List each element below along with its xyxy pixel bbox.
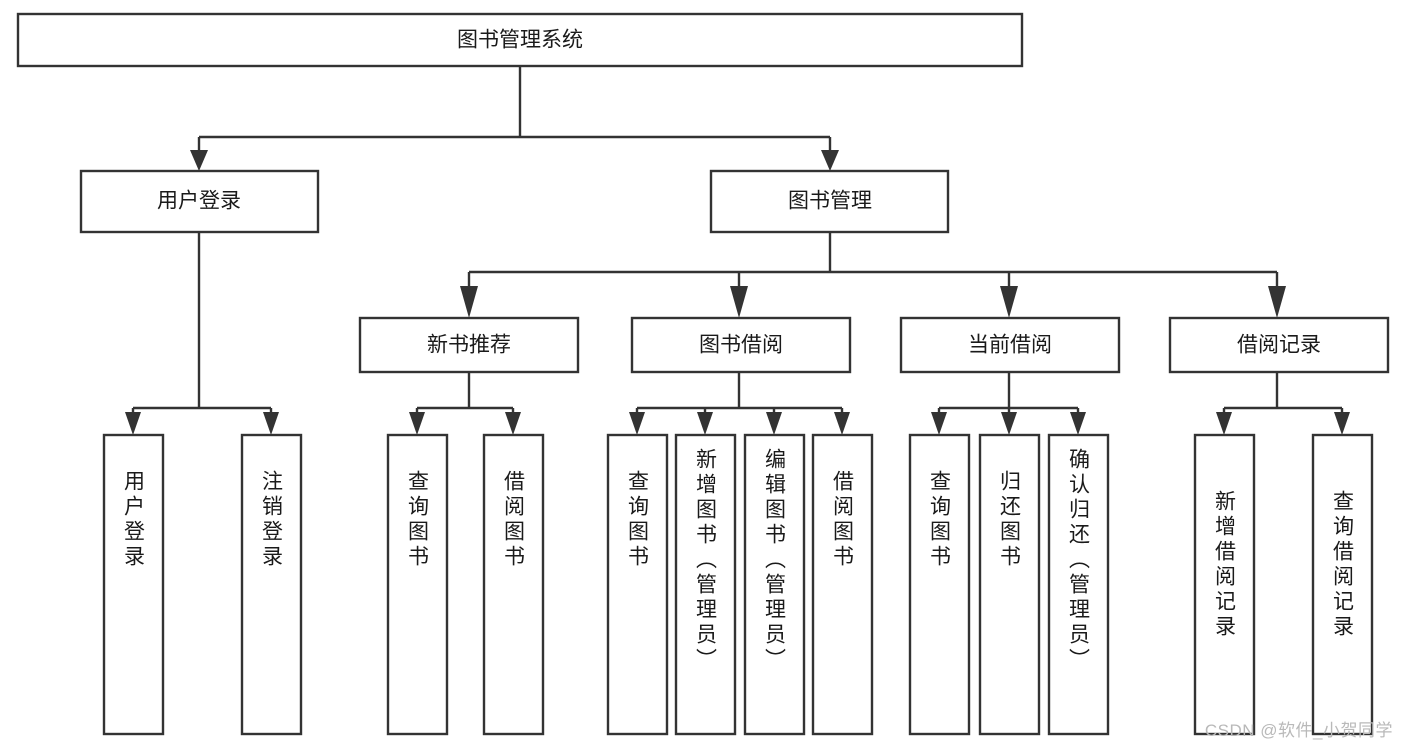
leaf-query-record-label: 查询借阅记录 <box>1331 490 1355 640</box>
node-current-borrow[interactable]: 当前借阅 <box>899 316 1121 374</box>
leaf-query-record-box[interactable] <box>1311 433 1374 736</box>
arrow-head-leaf-return-book <box>1001 412 1017 435</box>
leaf-add-book-box[interactable] <box>674 433 737 736</box>
arrow-head-leaf-borrow-book-1 <box>505 412 521 435</box>
leaf-borrow-book-2-box[interactable] <box>811 433 874 736</box>
root-label: 图书管理系统 <box>457 29 583 52</box>
leaf-user-login-box[interactable] <box>102 433 165 736</box>
arrow-head-leaf-query-book-3 <box>931 412 947 435</box>
leaf-query-book-3-label: 查询图书 <box>928 470 952 570</box>
node-book-management[interactable]: 图书管理 <box>709 169 950 234</box>
leaf-borrow-book-1-box[interactable] <box>482 433 545 736</box>
leaf-add-book-label: 新增图书（管理员） <box>694 448 718 673</box>
arrow-head-book-management <box>821 150 839 171</box>
node-leaf-add-record[interactable]: 新增借阅记录 <box>1193 433 1256 736</box>
leaf-query-book-1-box[interactable] <box>386 433 449 736</box>
node-leaf-borrow-book-1[interactable]: 借阅图书 <box>482 433 545 736</box>
node-leaf-logout-login[interactable]: 注销登录 <box>240 433 303 736</box>
arrow-head-leaf-add-book <box>697 412 713 435</box>
leaf-query-book-3-box[interactable] <box>908 433 971 736</box>
user-login-label: 用户登录 <box>157 190 241 213</box>
arrow-head-borrow-record <box>1268 286 1286 318</box>
new-book-recommend-box[interactable] <box>358 316 580 374</box>
arrow-head-user-login <box>190 150 208 171</box>
leaf-user-login-label: 用户登录 <box>122 470 146 570</box>
borrow-record-box[interactable] <box>1168 316 1390 374</box>
leaf-borrow-book-1-label: 借阅图书 <box>502 470 526 570</box>
current-borrow-label: 当前借阅 <box>968 334 1052 357</box>
leaf-borrow-book-2-label: 借阅图书 <box>831 470 855 570</box>
node-leaf-borrow-book-2[interactable]: 借阅图书 <box>811 433 874 736</box>
node-leaf-query-book-1[interactable]: 查询图书 <box>386 433 449 736</box>
book-management-label: 图书管理 <box>788 190 872 213</box>
node-leaf-return-book[interactable]: 归还图书 <box>978 433 1041 736</box>
leaf-logout-login-label: 注销登录 <box>260 470 284 570</box>
node-leaf-add-book[interactable]: 新增图书（管理员） <box>674 433 737 736</box>
leaf-confirm-return-box[interactable] <box>1047 433 1110 736</box>
arrow-head-leaf-edit-book <box>766 412 782 435</box>
node-borrow-record[interactable]: 借阅记录 <box>1168 316 1390 374</box>
arrow-head-leaf-user-login <box>125 412 141 435</box>
node-leaf-query-record[interactable]: 查询借阅记录 <box>1311 433 1374 736</box>
user-login-box[interactable] <box>79 169 320 234</box>
leaf-logout-login-box[interactable] <box>240 433 303 736</box>
node-book-borrow[interactable]: 图书借阅 <box>630 316 852 374</box>
node-root-system[interactable]: 图书管理系统 <box>16 12 1024 68</box>
leaf-edit-book-label: 编辑图书（管理员） <box>763 448 787 673</box>
leaf-edit-book-box[interactable] <box>743 433 806 736</box>
leaf-add-record-label: 新增借阅记录 <box>1213 490 1237 640</box>
root-box[interactable] <box>16 12 1024 68</box>
arrow-head-leaf-query-book-1 <box>409 412 425 435</box>
arrow-head-book-borrow <box>730 286 748 318</box>
arrow-head-current-borrow <box>1000 286 1018 318</box>
leaf-query-book-1-label: 查询图书 <box>406 470 430 570</box>
book-borrow-box[interactable] <box>630 316 852 374</box>
node-leaf-query-book-3[interactable]: 查询图书 <box>908 433 971 736</box>
arrow-head-leaf-logout-login <box>263 412 279 435</box>
arrow-head-leaf-borrow-book-2 <box>834 412 850 435</box>
node-user-login[interactable]: 用户登录 <box>79 169 320 234</box>
leaf-return-book-label: 归还图书 <box>998 470 1022 570</box>
node-leaf-edit-book[interactable]: 编辑图书（管理员） <box>743 433 806 736</box>
watermark: CSDN @软件_小贺同学 <box>1204 721 1393 740</box>
leaf-query-book-2-label: 查询图书 <box>626 470 650 570</box>
arrow-head-new-book-recommend <box>460 286 478 318</box>
node-leaf-confirm-return[interactable]: 确认归还（管理员） <box>1047 433 1110 736</box>
arrow-head-leaf-query-book-2 <box>629 412 645 435</box>
book-borrow-label: 图书借阅 <box>699 334 783 357</box>
node-leaf-query-book-2[interactable]: 查询图书 <box>606 433 669 736</box>
leaf-query-book-2-box[interactable] <box>606 433 669 736</box>
book-management-box[interactable] <box>709 169 950 234</box>
node-new-book-recommend[interactable]: 新书推荐 <box>358 316 580 374</box>
arrow-head-leaf-query-record <box>1334 412 1350 435</box>
connector-layer <box>125 66 1350 435</box>
current-borrow-box[interactable] <box>899 316 1121 374</box>
leaf-return-book-box[interactable] <box>978 433 1041 736</box>
new-book-recommend-label: 新书推荐 <box>427 334 511 357</box>
arrow-head-leaf-confirm-return <box>1070 412 1086 435</box>
arrow-head-leaf-add-record <box>1216 412 1232 435</box>
leaf-confirm-return-label: 确认归还（管理员） <box>1067 448 1091 673</box>
node-leaf-user-login[interactable]: 用户登录 <box>102 433 165 736</box>
borrow-record-label: 借阅记录 <box>1237 334 1321 357</box>
leaf-add-record-box[interactable] <box>1193 433 1256 736</box>
